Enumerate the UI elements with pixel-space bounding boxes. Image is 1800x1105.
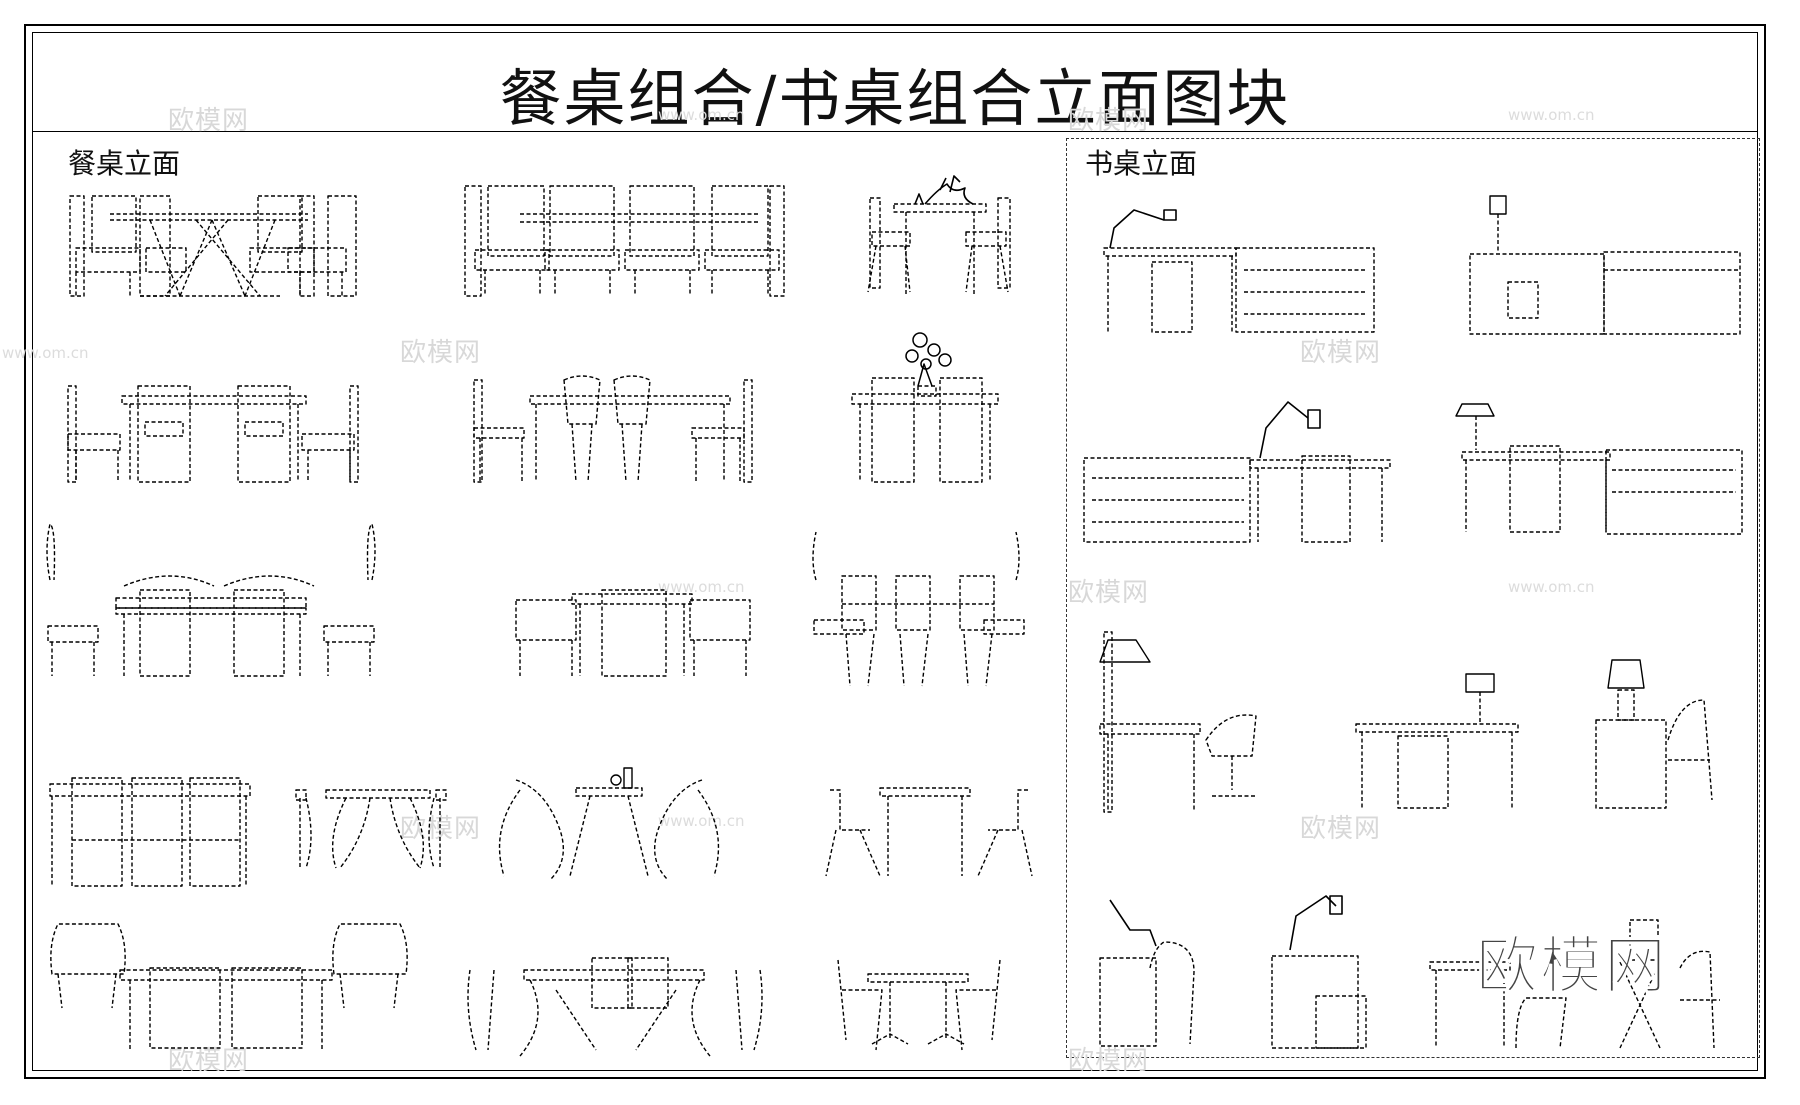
dining-set-4 — [67, 385, 359, 483]
dining-set-16 — [837, 959, 1001, 1051]
dining-set-1 — [69, 195, 357, 297]
dining-set-14 — [50, 923, 408, 1050]
desk-set-1 — [1103, 209, 1375, 333]
watermark-logo: 欧模网 — [1475, 929, 1669, 1003]
desk-set-5 — [1099, 631, 1257, 813]
watermark-text: 欧模网 — [400, 338, 482, 368]
dining-set-6 — [851, 332, 999, 483]
desk-set-3 — [1083, 401, 1391, 543]
watermark-text: 欧模网 — [1068, 578, 1150, 608]
watermark-url: www.om.cn — [1508, 578, 1595, 596]
watermark-url: www.om.cn — [2, 344, 89, 362]
desk-set-8 — [1099, 899, 1195, 1047]
watermark-url: www.om.cn — [658, 812, 745, 830]
watermark-url: www.om.cn — [658, 106, 745, 124]
watermark-text: 欧模网 — [1300, 338, 1382, 368]
watermark-text: 欧模网 — [168, 106, 250, 136]
desk-section — [1066, 138, 1760, 1058]
watermark-url: www.om.cn — [1508, 106, 1595, 124]
dining-set-8 — [515, 589, 751, 677]
dining-set-13 — [825, 787, 1033, 877]
desk-set-6 — [1355, 673, 1519, 809]
watermark-text: 欧模网 — [1068, 1046, 1150, 1076]
dining-section-label: 餐桌立面 — [68, 147, 181, 180]
desk-set-7 — [1595, 659, 1713, 809]
watermark-text: 欧模网 — [1068, 106, 1150, 136]
dining-set-10 — [49, 777, 251, 887]
watermark-text: 欧模网 — [1300, 814, 1382, 844]
watermark-text: 欧模网 — [168, 1046, 250, 1076]
dining-set-2 — [464, 185, 785, 297]
dining-set-5 — [473, 375, 753, 483]
page-title: 餐桌组合/书桌组合立面图块 — [499, 62, 1291, 135]
desk-set-10 — [1429, 919, 1720, 1049]
desk-set-4 — [1455, 403, 1743, 535]
desk-set-2 — [1469, 195, 1741, 335]
title-bar: 餐桌组合/书桌组合立面图块 — [32, 32, 1758, 135]
dining-set-3 — [867, 175, 1011, 296]
dining-set-11 — [295, 789, 447, 869]
outer-frame — [24, 24, 1766, 1079]
desk-section-label: 书桌立面 — [1085, 147, 1198, 180]
dining-set-7 — [46, 523, 376, 677]
dining-set-12 — [498, 767, 720, 881]
dining-set-9 — [812, 531, 1025, 687]
inner-frame — [32, 32, 1758, 1071]
watermark-url: www.om.cn — [658, 578, 745, 596]
desk-set-9 — [1271, 895, 1367, 1049]
dining-set-15 — [467, 957, 763, 1057]
